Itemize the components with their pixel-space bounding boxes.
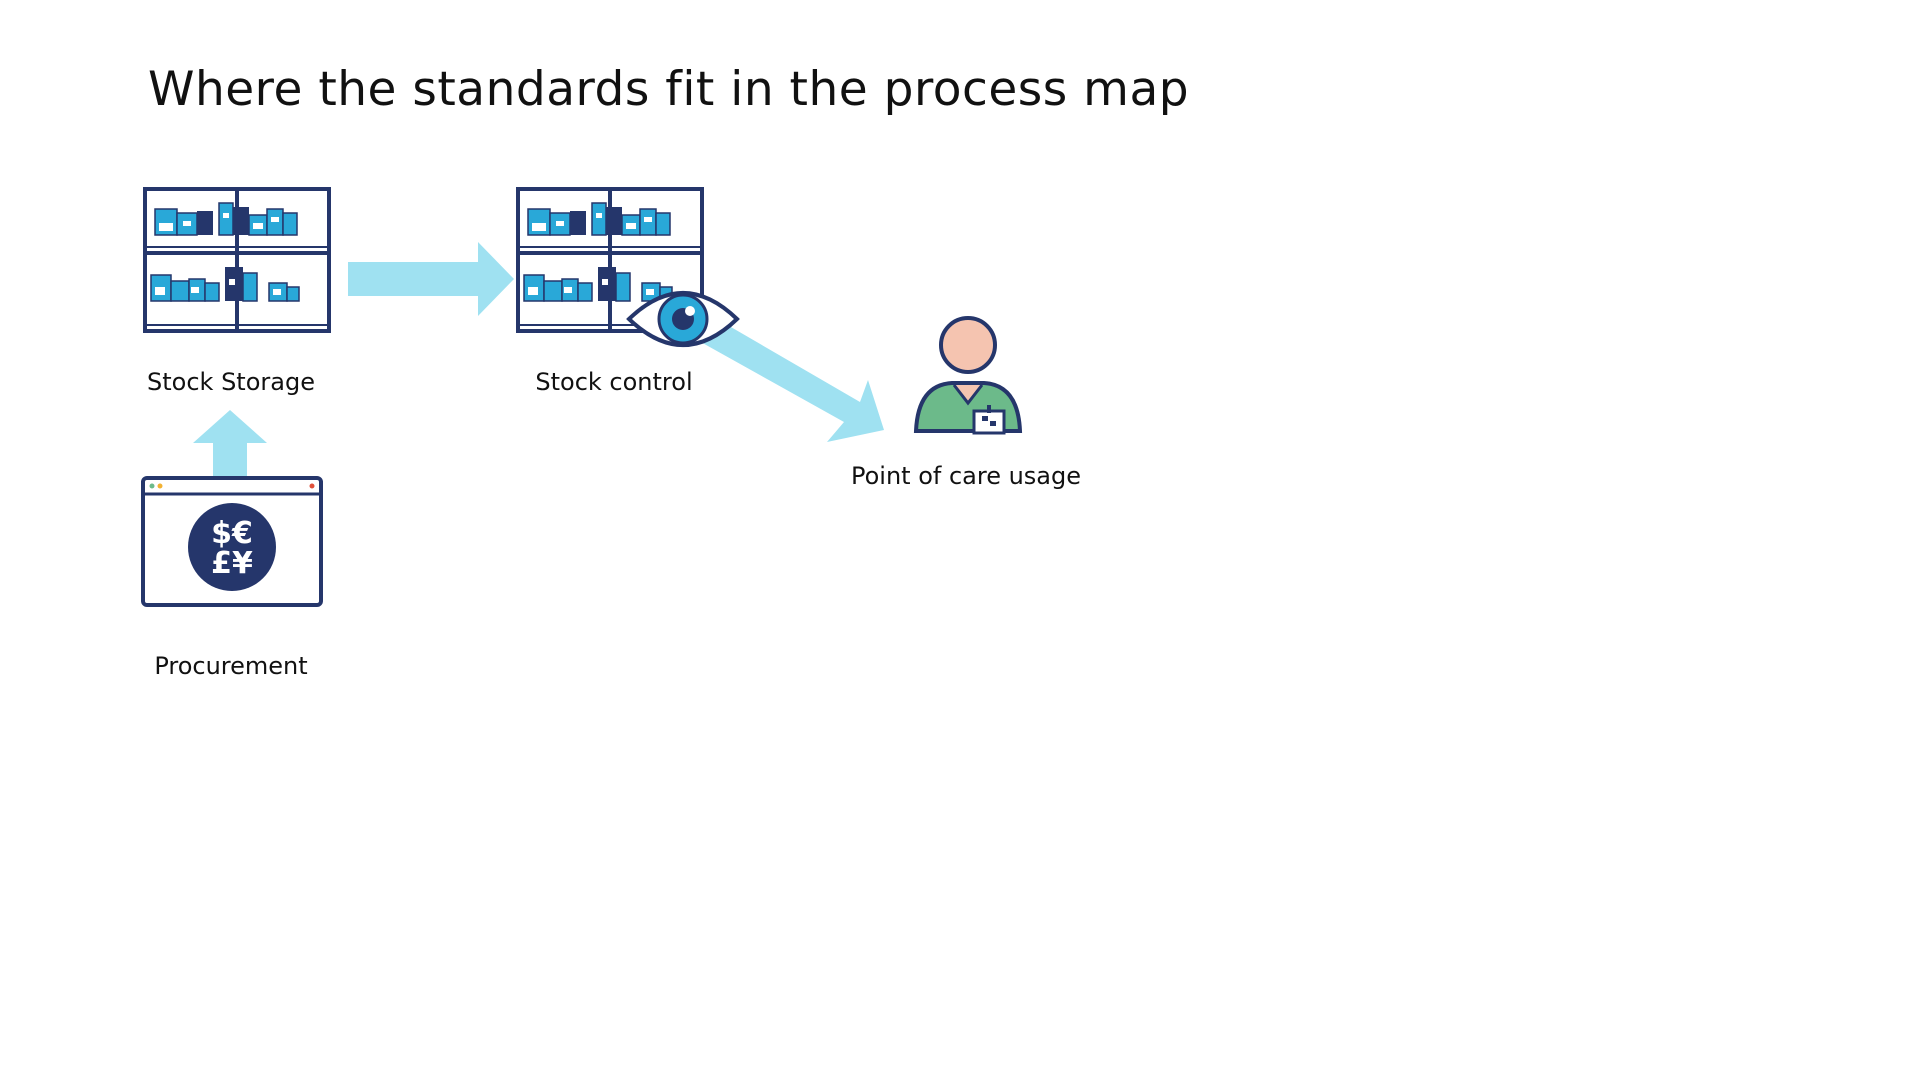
procurement-label: Procurement: [154, 652, 308, 680]
point-of-care-label: Point of care usage: [850, 462, 1082, 490]
stock-control-label: Stock control: [535, 368, 693, 396]
currency-window-icon: $€ £¥: [141, 476, 323, 607]
clinician-icon: [913, 316, 1023, 435]
storage-shelves-icon: [143, 187, 331, 333]
arrow-control-to-care: [690, 312, 884, 442]
eye-icon: [626, 291, 740, 347]
arrow-storage-to-control: [348, 242, 514, 316]
currency-badge: [188, 503, 276, 591]
stock-storage-label: Stock Storage: [147, 368, 315, 396]
page-title: Where the standards fit in the process m…: [148, 62, 1190, 117]
arrow-procurement-to-storage: [193, 410, 267, 478]
currency-symbols-top: $€: [211, 516, 253, 551]
currency-symbols-bottom: £¥: [211, 546, 253, 581]
